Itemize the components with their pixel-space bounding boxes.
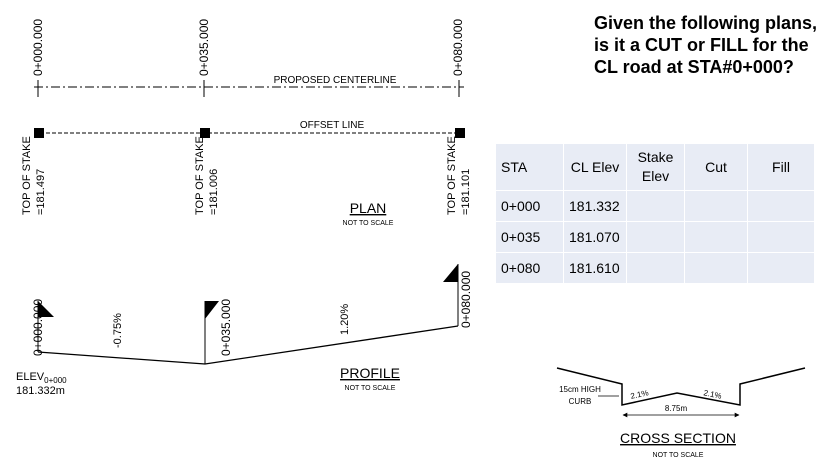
stake-elevation: =181.006 xyxy=(208,169,220,215)
curb-label: CURB xyxy=(569,397,592,406)
cell-cl-elev: 181.070 xyxy=(563,221,627,253)
cell-cut xyxy=(684,252,748,284)
plan-station-label: 0+035.000 xyxy=(197,19,211,76)
plan-title: PLAN xyxy=(350,200,387,216)
stake-label: TOP OF STAKE xyxy=(194,136,206,215)
header-cut: Cut xyxy=(684,143,748,191)
profile-station-label: 0+035.000 xyxy=(219,299,233,356)
offset-line-label: OFFSET LINE xyxy=(300,120,365,131)
profile-station-label: 0+080.000 xyxy=(459,271,473,328)
stake-label: TOP OF STAKE xyxy=(21,136,33,215)
profile-title: PROFILE xyxy=(340,365,400,381)
cell-fill xyxy=(747,190,815,222)
profile-flag-marker xyxy=(38,301,54,317)
cell-fill xyxy=(747,221,815,253)
table-row: 0+000 181.332 xyxy=(495,190,815,222)
header-cl-elev: CL Elev xyxy=(563,143,627,191)
plan-scale-note: NOT TO SCALE xyxy=(343,220,394,227)
stake-marker xyxy=(455,128,465,138)
cross-slope-label: 2.1% xyxy=(630,388,650,401)
profile-flag-marker xyxy=(443,264,458,282)
cell-cut xyxy=(684,221,748,253)
header-sta: STA xyxy=(495,143,564,191)
cell-sta: 0+080 xyxy=(495,252,564,284)
stake-elevation: =181.497 xyxy=(35,169,47,215)
stake-marker xyxy=(200,128,210,138)
profile-station-label: 0+000.000 xyxy=(31,299,45,356)
elevation-value: 181.332m xyxy=(16,385,65,397)
stake-label: TOP OF STAKE xyxy=(446,136,458,215)
grade-label: -0.75% xyxy=(112,313,124,348)
profile-grade-line xyxy=(37,325,459,365)
cross-section-outline xyxy=(556,367,806,406)
header-stake-line1: Stake xyxy=(637,149,674,165)
plan-station-label: 0+000.000 xyxy=(31,19,45,76)
plan-station-label: 0+080.000 xyxy=(451,19,465,76)
stake-marker xyxy=(34,128,44,138)
cross-section-scale-note: NOT TO SCALE xyxy=(653,452,704,459)
curb-label: 15cm HIGH xyxy=(559,385,601,394)
cell-stake-elev xyxy=(626,252,685,284)
cross-section-title: CROSS SECTION xyxy=(620,430,736,446)
table-row: 0+080 181.610 xyxy=(495,252,815,284)
cell-stake-elev xyxy=(626,221,685,253)
profile-scale-note: NOT TO SCALE xyxy=(345,385,396,392)
cell-cut xyxy=(684,190,748,222)
centerline-label: PROPOSED CENTERLINE xyxy=(274,75,397,86)
profile-flag-marker xyxy=(205,301,219,319)
cell-stake-elev xyxy=(626,190,685,222)
stake-elevation: =181.101 xyxy=(460,169,472,215)
cell-sta: 0+035 xyxy=(495,221,564,253)
header-fill: Fill xyxy=(747,143,815,191)
header-stake-line2: Elev xyxy=(641,168,670,184)
question-text: Given the following plans, is it a CUT o… xyxy=(594,13,818,77)
width-dimension-label: 8.75m xyxy=(665,404,688,413)
grade-label: 1.20% xyxy=(339,304,351,335)
elevation-label: ELEV0+000 xyxy=(16,371,67,385)
cell-sta: 0+000 xyxy=(495,190,564,222)
cell-fill xyxy=(747,252,815,284)
cell-cl-elev: 181.610 xyxy=(563,252,627,284)
table-row: 0+035 181.070 xyxy=(495,221,815,253)
cross-slope-label: 2.1% xyxy=(703,388,723,401)
cell-cl-elev: 181.332 xyxy=(563,190,627,222)
